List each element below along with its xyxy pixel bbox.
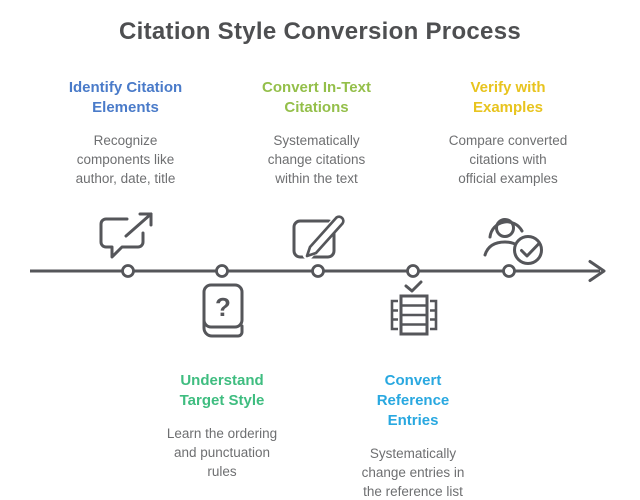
step-convert-in-text-citations: Convert In-Text Citations Systematically… [229, 78, 404, 188]
step-description: Compare converted citations with officia… [448, 133, 568, 186]
step-description: Systematically change entries in the ref… [361, 446, 465, 499]
step-heading: Identify Citation Elements [68, 79, 183, 116]
step-heading: Understand Target Style [179, 372, 265, 409]
question-glyph: ? [215, 292, 231, 322]
step-identify-citation-elements: Identify Citation Elements Recognize com… [38, 78, 213, 188]
page-title: Citation Style Conversion Process [118, 18, 521, 45]
share-message-icon [99, 212, 153, 259]
step-understand-target-style: Understand Target Style Learn the orderi… [132, 371, 312, 481]
question-book-icon: ? [202, 283, 244, 338]
timeline-node [311, 264, 325, 278]
timeline-node [502, 264, 516, 278]
timeline-node [215, 264, 229, 278]
timeline-arrow [30, 260, 606, 282]
arrowhead [588, 260, 606, 282]
step-heading: Convert Reference Entries [376, 372, 450, 429]
step-description: Systematically change citations within t… [267, 133, 366, 186]
timeline-node [121, 264, 135, 278]
user-verified-icon [483, 218, 543, 265]
timeline-node [406, 264, 420, 278]
step-convert-reference-entries: Convert Reference Entries Systematically… [323, 371, 503, 500]
edit-note-icon [292, 213, 345, 260]
step-verify-with-examples: Verify with Examples Compare converted c… [418, 78, 598, 188]
step-description: Recognize components like author, date, … [75, 133, 176, 186]
step-heading: Verify with Examples [470, 79, 546, 116]
reference-list-check-icon [390, 280, 438, 336]
step-description: Learn the ordering and punctuation rules [166, 426, 278, 479]
step-heading: Convert In-Text Citations [262, 79, 371, 116]
